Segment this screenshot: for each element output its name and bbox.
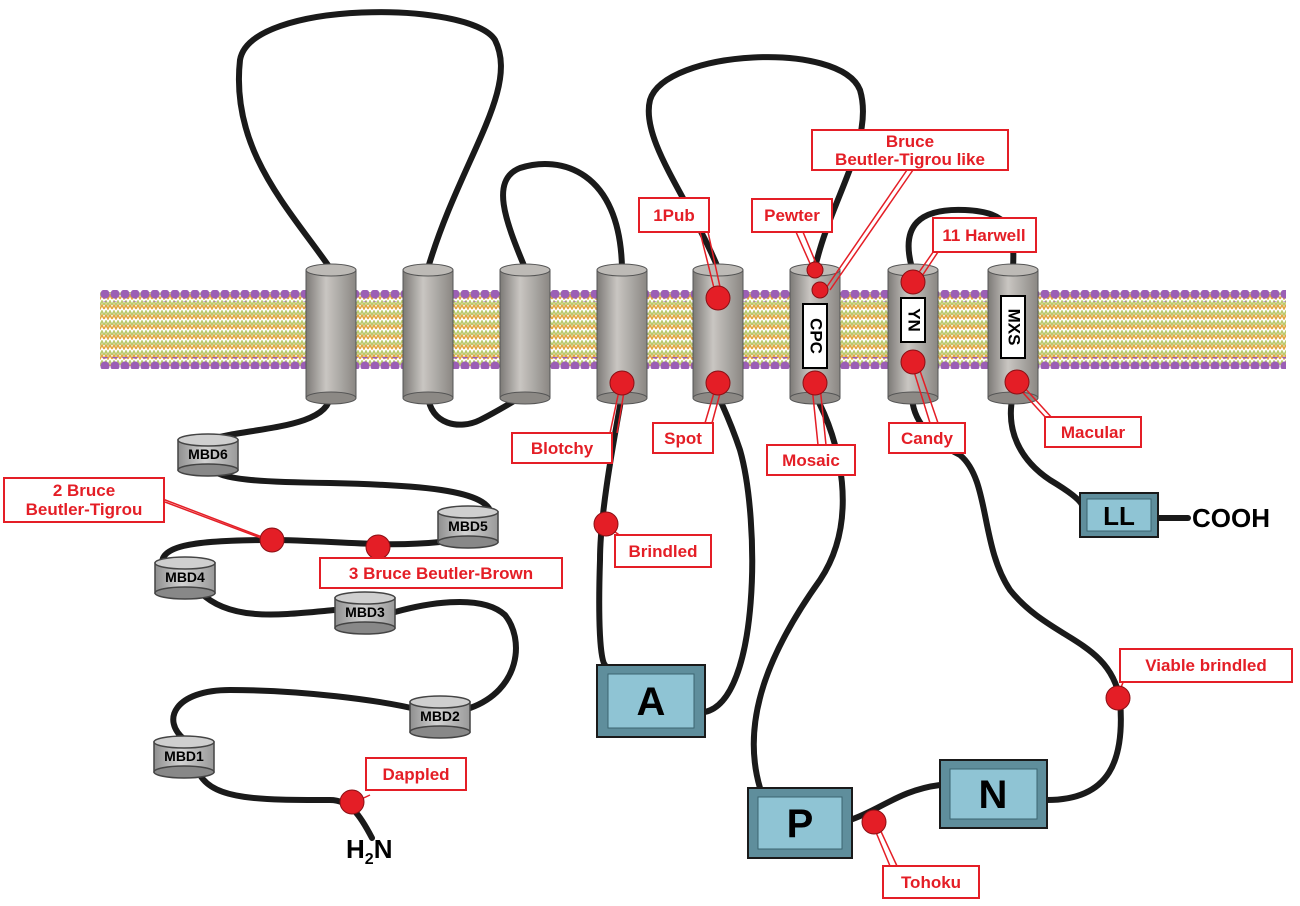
svg-text:11 Harwell: 11 Harwell	[942, 226, 1025, 245]
mbd3-label: MBD3	[345, 604, 385, 620]
mbd4-label: MBD4	[165, 569, 205, 585]
mutation-dots	[259, 261, 1131, 835]
label-2-bruce-tigrou: 2 Bruce Beutler-Tigrou	[3, 477, 165, 523]
label-3-bruce-brown: 3 Bruce Beutler-Brown	[319, 557, 563, 589]
mbd6-cylinder: MBD6	[177, 433, 239, 477]
label-candy: Candy	[888, 422, 966, 454]
label-viable-brindled: Viable brindled	[1119, 648, 1293, 683]
label-11-harwell: 11 Harwell	[932, 217, 1037, 253]
terminal-labels: H2N COOH	[346, 503, 1270, 868]
svg-text:Pewter: Pewter	[764, 206, 820, 225]
dot-pewter	[806, 261, 824, 279]
mbd1-cylinder: MBD1	[153, 735, 215, 779]
dot-macular	[1004, 369, 1030, 395]
tm-helix-3	[499, 263, 551, 405]
n-terminus-label: H2N	[346, 834, 392, 868]
a-domain-label: A	[637, 680, 666, 724]
svg-text:Beutler-Tigrou: Beutler-Tigrou	[26, 500, 143, 519]
dot-candy	[900, 349, 926, 375]
mbd3-cylinder: MBD3	[334, 591, 396, 635]
dot-11-harwell	[900, 269, 926, 295]
metal-binding-domains: MBD1 MBD2 MBD3 MBD4 MBD5	[153, 433, 499, 779]
yn-motif: YN	[900, 297, 926, 343]
mxs-motif-label: MXS	[1005, 309, 1024, 346]
dot-brindled	[593, 511, 619, 537]
mbd4-cylinder: MBD4	[154, 556, 216, 600]
mbd2-label: MBD2	[420, 708, 460, 724]
dot-bruce-tigrou-like	[811, 281, 829, 299]
svg-text:Dappled: Dappled	[382, 765, 449, 784]
svg-text:Tohoku: Tohoku	[901, 873, 961, 892]
label-bruce-tigrou-like: Bruce Beutler-Tigrou like	[811, 129, 1009, 171]
svg-text:Beutler-Tigrou like: Beutler-Tigrou like	[835, 150, 985, 169]
svg-text:Spot: Spot	[664, 429, 702, 448]
mbd6-label: MBD6	[188, 446, 228, 462]
ll-domain-label: LL	[1103, 501, 1135, 531]
svg-text:2 Bruce: 2 Bruce	[53, 481, 115, 500]
n-domain-label: N	[979, 773, 1008, 817]
label-pewter: Pewter	[751, 198, 833, 233]
dot-tohoku	[861, 809, 887, 835]
yn-motif-label: YN	[905, 308, 924, 332]
label-brindled: Brindled	[614, 534, 712, 568]
p-domain-label: P	[787, 802, 814, 846]
svg-text:Blotchy: Blotchy	[531, 439, 594, 458]
tm-helix-2	[402, 263, 454, 405]
c-terminus-label: COOH	[1192, 503, 1270, 533]
a-domain-box: A	[596, 664, 706, 738]
label-1pub: 1Pub	[638, 197, 710, 233]
mbd5-cylinder: MBD5	[437, 505, 499, 549]
cytoplasmic-domains: A P N LL	[596, 492, 1159, 859]
cpc-motif: CPC	[802, 303, 828, 369]
cpc-motif-label: CPC	[807, 318, 826, 354]
svg-text:Viable brindled: Viable brindled	[1145, 656, 1267, 675]
label-mosaic: Mosaic	[766, 444, 856, 476]
svg-text:Mosaic: Mosaic	[782, 451, 840, 470]
ll-domain-box: LL	[1079, 492, 1159, 538]
motif-boxes: CPC YN MXS	[802, 295, 1026, 369]
mbd5-label: MBD5	[448, 518, 488, 534]
label-tohoku: Tohoku	[882, 865, 980, 899]
svg-text:1Pub: 1Pub	[653, 206, 695, 225]
dot-dappled	[339, 789, 365, 815]
transmembrane-helices	[305, 263, 1039, 405]
svg-text:Brindled: Brindled	[629, 542, 698, 561]
label-dappled: Dappled	[365, 757, 467, 791]
dot-spot	[705, 370, 731, 396]
n-domain-box: N	[939, 759, 1048, 829]
label-blotchy: Blotchy	[511, 432, 613, 464]
label-spot: Spot	[652, 422, 714, 454]
dot-2-bruce-tigrou	[259, 527, 285, 553]
mxs-motif: MXS	[1000, 295, 1026, 359]
mbd1-label: MBD1	[164, 748, 204, 764]
label-macular: Macular	[1044, 416, 1142, 448]
dot-3-bruce-brown	[365, 534, 391, 560]
mbd2-cylinder: MBD2	[409, 695, 471, 739]
svg-text:Bruce: Bruce	[886, 132, 934, 151]
tm-helix-1	[305, 263, 357, 405]
svg-text:3 Bruce Beutler-Brown: 3 Bruce Beutler-Brown	[349, 564, 533, 583]
dot-1pub	[705, 285, 731, 311]
p-domain-box: P	[747, 787, 853, 859]
svg-text:Candy: Candy	[901, 429, 954, 448]
svg-text:Macular: Macular	[1061, 423, 1126, 442]
mutation-labels: Bruce Beutler-Tigrou like 1Pub Pewter 11…	[3, 129, 1293, 899]
dot-mosaic	[802, 370, 828, 396]
dot-blotchy	[609, 370, 635, 396]
dot-viable-brindled	[1105, 685, 1131, 711]
